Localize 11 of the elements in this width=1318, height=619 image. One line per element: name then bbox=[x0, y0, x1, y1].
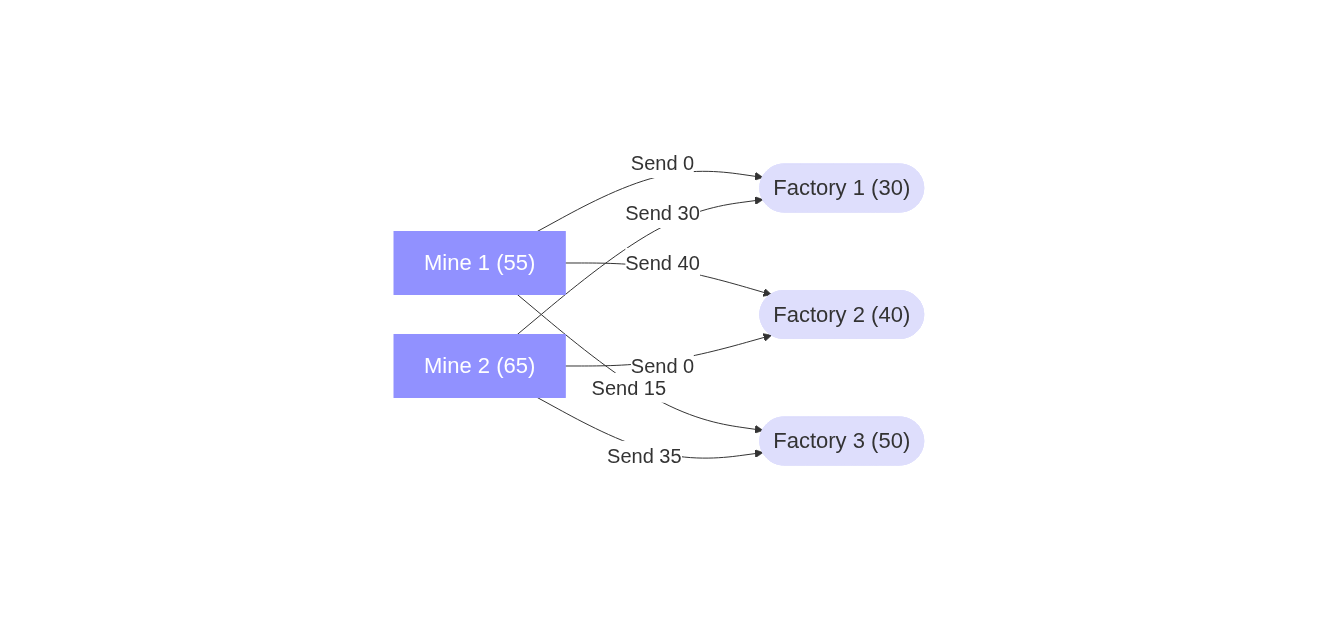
node-box: Mine 2 (65) bbox=[393, 333, 566, 398]
arrow bbox=[536, 170, 764, 232]
arrow bbox=[516, 196, 764, 335]
edge-label: Send 0 bbox=[630, 354, 695, 377]
arrow bbox=[516, 293, 764, 434]
edge-label: Send 0 bbox=[630, 151, 695, 174]
edge-label: Send 15 bbox=[591, 376, 667, 399]
node-box: Mine 1 (55) bbox=[393, 230, 566, 295]
edge-label: Send 35 bbox=[607, 445, 682, 468]
edge-label: Send 30 bbox=[625, 201, 700, 224]
edge-label: Send 40 bbox=[625, 251, 700, 274]
